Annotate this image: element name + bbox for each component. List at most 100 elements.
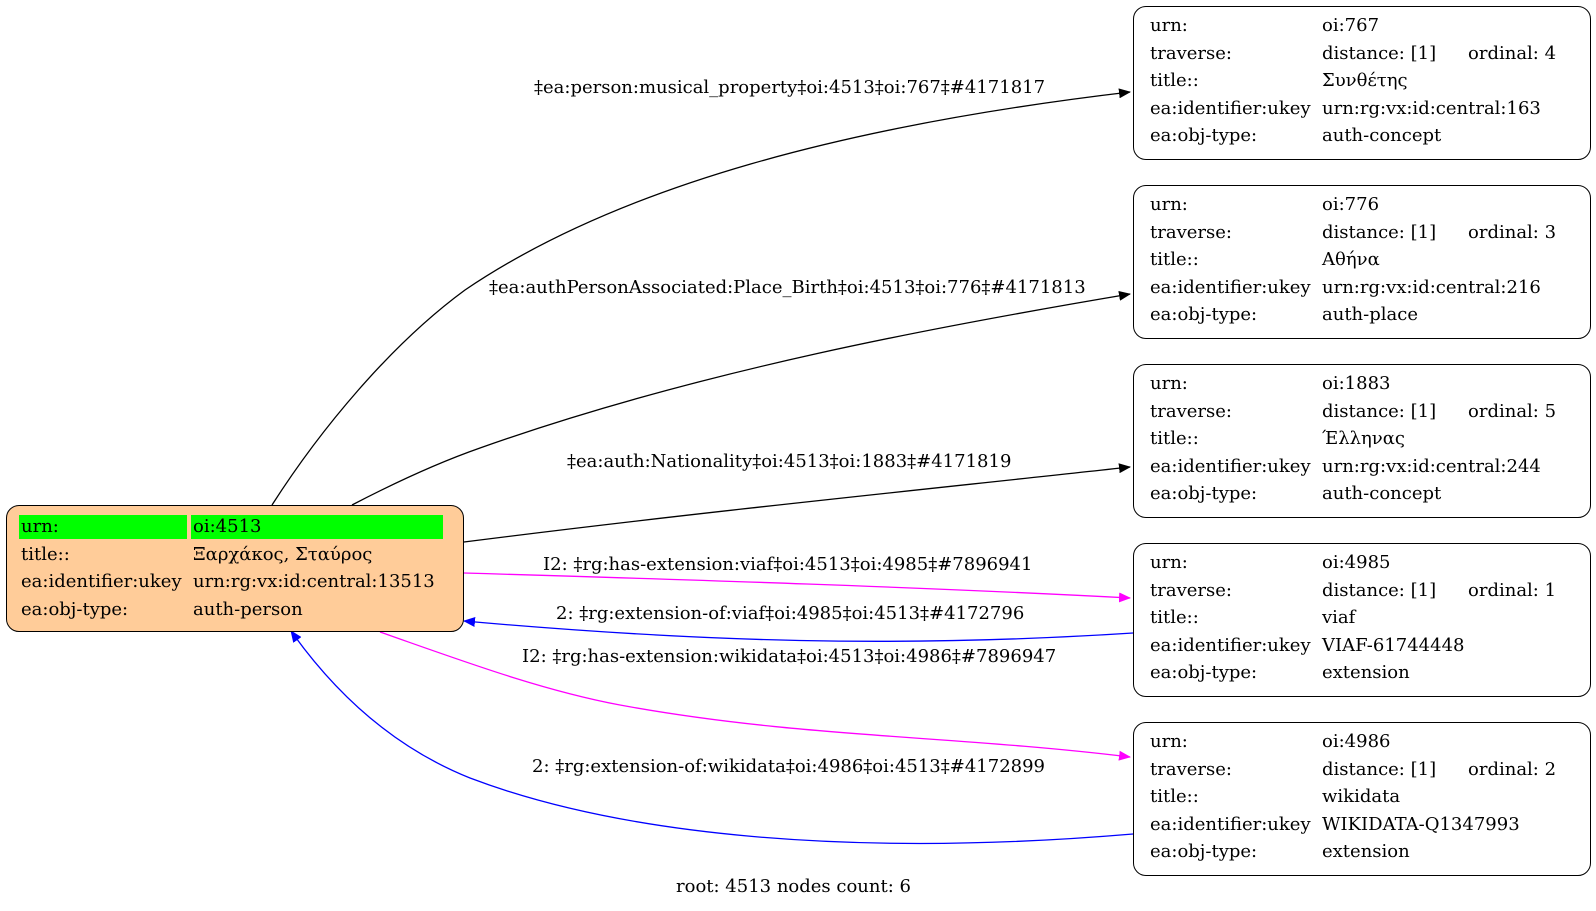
field-key: urn: <box>21 516 59 537</box>
highlight-cell <box>19 515 187 539</box>
field-key: title:: <box>1150 70 1199 91</box>
root-row-ukey: ea:identifier:ukey urn:rg:vx:id:central:… <box>7 568 463 596</box>
field-key: title:: <box>1150 249 1199 270</box>
field-key: urn: <box>1150 552 1188 573</box>
field-value: distance: [1] <box>1322 42 1437 64</box>
row-traverse: traverse: distance: [1] ordinal: 5 <box>1134 398 1590 426</box>
field-key: title:: <box>1150 428 1199 449</box>
node-oi-1883[interactable]: urn: oi:1883 traverse: distance: [1] ordina… <box>1133 364 1591 518</box>
field-key: ea:obj-type: <box>1150 125 1258 146</box>
field-value: oi:4513 <box>193 516 262 537</box>
row-obj-type: ea:obj-type: auth-place <box>1134 301 1590 329</box>
field-key: ea:identifier:ukey <box>1150 97 1311 119</box>
field-ordinal: ordinal: 5 <box>1468 400 1557 422</box>
row-traverse: traverse:distance: [1]ordinal: 4 <box>1134 40 1590 68</box>
row-obj-type: ea:obj-type:extension <box>1134 659 1590 687</box>
field-value: oi:4985 <box>1322 552 1391 573</box>
row-title: title::Έλληνας <box>1134 425 1590 453</box>
field-value: oi:1883 <box>1322 373 1391 394</box>
field-value: urn:rg:vx:id:central:163 <box>1322 97 1541 119</box>
edge-label: 2: ‡rg:extension-of:viaf‡oi:4985‡oi:4513… <box>556 603 1025 624</box>
field-value: distance: [1] <box>1322 758 1437 780</box>
field-value: oi:4986 <box>1322 731 1391 752</box>
field-value: Έλληνας <box>1322 428 1405 449</box>
row-ukey: ea:identifier:ukey urn:rg:vx:id:central:1… <box>1134 95 1590 123</box>
field-key: ea:obj-type: <box>1150 483 1258 504</box>
field-key: ea:obj-type: <box>1150 841 1258 862</box>
edge-extension-of-viaf <box>463 616 1134 642</box>
field-value: auth-concept <box>1322 483 1442 504</box>
field-ordinal: ordinal: 2 <box>1468 758 1557 780</box>
field-key: ea:identifier:ukey <box>1150 634 1311 656</box>
field-value: distance: [1] <box>1322 579 1437 601</box>
field-key: ea:identifier:ukey <box>1150 813 1311 835</box>
field-value: oi:767 <box>1322 15 1380 36</box>
row-title: title::Αθήνα <box>1134 246 1590 274</box>
row-obj-type: ea:obj-type: auth-concept <box>1134 480 1590 508</box>
field-value: Ξαρχάκος, Σταύρος <box>193 543 373 565</box>
field-value: WIKIDATA-Q1347993 <box>1322 813 1520 835</box>
field-value: urn:rg:vx:id:central:244 <box>1322 455 1541 477</box>
field-value: VIAF-61744448 <box>1322 634 1465 656</box>
field-value: wikidata <box>1322 786 1401 807</box>
row-traverse: traverse: distance: [1] ordinal: 2 <box>1134 756 1590 784</box>
row-urn: urn:oi:776 <box>1134 191 1590 219</box>
field-key: traverse: <box>1150 758 1232 780</box>
field-key: ea:identifier:ukey <box>1150 276 1311 298</box>
row-traverse: traverse: distance: [1] ordinal: 3 <box>1134 219 1590 247</box>
field-value: distance: [1] <box>1322 221 1437 243</box>
row-title: title::viaf <box>1134 604 1590 632</box>
edge-label: 2: ‡rg:extension-of:wikidata‡oi:4986‡oi:… <box>532 756 1046 777</box>
field-value: extension <box>1322 841 1410 862</box>
field-key: ea:obj-type: <box>1150 304 1258 325</box>
edge-label: ‡ea:person:musical_property‡oi:4513‡oi:7… <box>534 77 1046 98</box>
field-ordinal: ordinal: 3 <box>1468 221 1557 243</box>
edge-place-birth <box>351 290 1131 506</box>
field-ordinal: ordinal: 4 <box>1468 42 1557 64</box>
field-key: traverse: <box>1150 579 1232 601</box>
field-value: viaf <box>1322 607 1356 628</box>
node-oi-4985[interactable]: urn:oi:4985 traverse:distance: [1]ordina… <box>1133 543 1591 697</box>
root-row-urn: urn: oi:4513 <box>7 513 463 541</box>
field-key: title:: <box>1150 786 1199 807</box>
field-value: urn:rg:vx:id:central:13513 <box>193 571 435 592</box>
field-value: extension <box>1322 662 1410 683</box>
field-key: ea:identifier:ukey <box>21 571 182 592</box>
field-value: Συνθέτης <box>1322 70 1408 91</box>
edge-musical-property <box>271 88 1131 506</box>
field-value: Αθήνα <box>1322 249 1380 270</box>
field-key: traverse: <box>1150 400 1232 422</box>
row-urn: urn: oi:1883 <box>1134 370 1590 398</box>
edge-label: I2: ‡rg:has-extension:wikidata‡oi:4513‡o… <box>522 646 1057 667</box>
row-obj-type: ea:obj-type: extension <box>1134 838 1590 866</box>
field-key: title:: <box>1150 607 1199 628</box>
field-key: urn: <box>1150 194 1188 215</box>
field-key: traverse: <box>1150 221 1232 243</box>
edge-nationality <box>463 463 1131 543</box>
row-title: title::Συνθέτης <box>1134 67 1590 95</box>
field-key: urn: <box>1150 373 1188 394</box>
row-urn: urn: oi:4985 <box>1134 549 1590 577</box>
row-ukey: ea:identifier:ukey VIAF-61744448 <box>1134 632 1590 660</box>
root-node[interactable]: urn: oi:4513 title:: Ξαρχάκος, Σταύρος e… <box>6 505 464 632</box>
node-oi-767[interactable]: urn:oi:767 traverse:distance: [1]ordinal… <box>1133 6 1591 160</box>
row-ukey: ea:identifier:ukey urn:rg:vx:id:central:2… <box>1134 274 1590 302</box>
edge-has-extension-viaf <box>463 572 1131 603</box>
field-value: distance: [1] <box>1322 400 1437 422</box>
node-oi-4986[interactable]: urn: oi:4986 traverse: distance: [1] ordina… <box>1133 722 1591 876</box>
root-row-title: title:: Ξαρχάκος, Σταύρος <box>7 541 463 569</box>
field-key: urn: <box>1150 731 1188 752</box>
edge-label: I2: ‡rg:has-extension:viaf‡oi:4513‡oi:49… <box>543 554 1033 575</box>
row-title: title::wikidata <box>1134 783 1590 811</box>
edge-label: ‡ea:auth:Nationality‡oi:4513‡oi:1883‡#41… <box>567 451 1012 472</box>
node-oi-776[interactable]: urn:oi:776 traverse: distance: [1] ordinal… <box>1133 185 1591 339</box>
field-value: urn:rg:vx:id:central:216 <box>1322 276 1541 298</box>
field-key: ea:obj-type: <box>21 598 129 620</box>
graph-caption: root: 4513 nodes count: 6 <box>676 876 911 897</box>
highlight-cell <box>191 515 443 539</box>
field-value: auth-place <box>1322 304 1418 325</box>
edge-label: ‡ea:authPersonAssociated:Place_Birth‡oi:… <box>489 277 1086 298</box>
row-obj-type: ea:obj-type:auth-concept <box>1134 122 1590 150</box>
